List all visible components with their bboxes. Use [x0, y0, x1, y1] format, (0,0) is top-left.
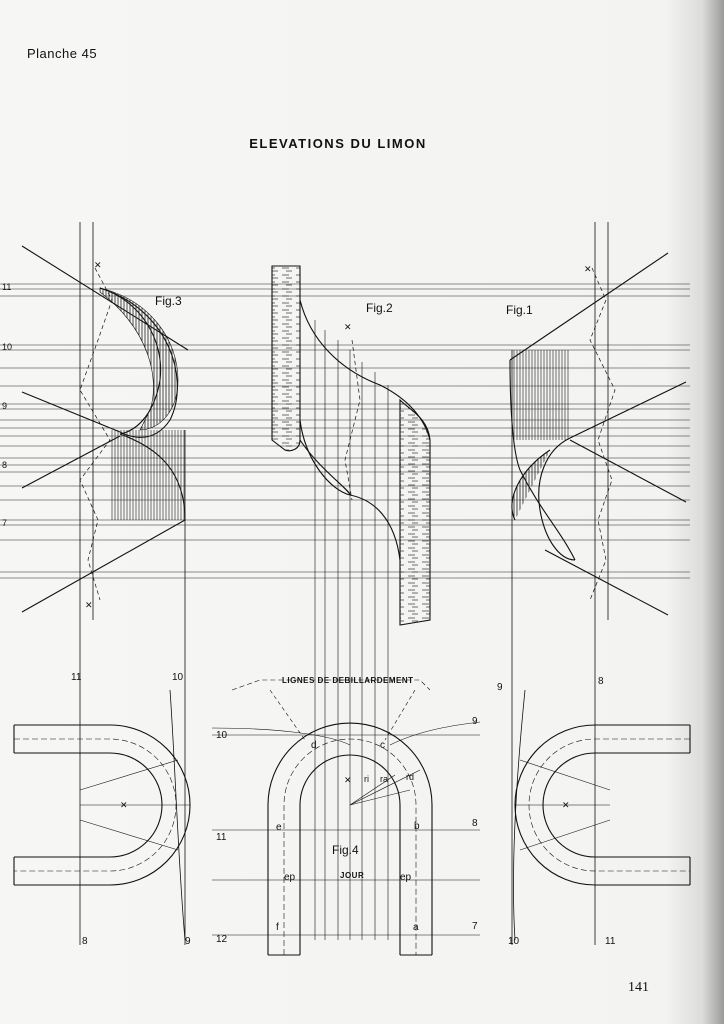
- fig4-number-8: 8: [472, 818, 478, 829]
- fig4-point-d: d: [311, 740, 317, 751]
- fig3-number-11: 11: [71, 672, 82, 683]
- fig4-point-f: f: [276, 922, 279, 933]
- fig4-point-e: e: [276, 822, 282, 833]
- margin-number-11: 11: [2, 282, 11, 292]
- fig1-number-9: 9: [497, 682, 503, 693]
- fig4-cross: ✕: [344, 775, 352, 785]
- fig4-point-a: a: [413, 922, 419, 933]
- fig4-rd: rd: [406, 772, 414, 782]
- margin-number-7: 7: [2, 518, 7, 528]
- page-title: ELEVATIONS DU LIMON: [249, 136, 427, 151]
- fig4-ri: ri: [364, 774, 369, 784]
- margin-number-10: 10: [2, 342, 12, 352]
- fig4-number-7: 7: [472, 921, 478, 932]
- fig4-number-12: 12: [216, 934, 228, 945]
- fig4-number-11: 11: [216, 832, 227, 843]
- left-margin-numbers: 11 10 9 8 7: [2, 282, 12, 528]
- fig4-number-10: 10: [216, 730, 228, 741]
- fig3-number-8: 8: [82, 936, 88, 947]
- fig2-label: Fig.2: [366, 301, 393, 315]
- fig3-elevation: [21, 222, 189, 945]
- fig3-number-9: 9: [185, 936, 191, 947]
- fig1-number-10: 10: [508, 936, 520, 947]
- margin-number-8: 8: [2, 460, 7, 470]
- fig3-number-10: 10: [172, 672, 184, 683]
- fig4-plan: [211, 679, 481, 956]
- fig3-plan: [13, 689, 191, 941]
- fig4-point-b: b: [414, 821, 420, 832]
- fig4-ep-right: ep: [400, 872, 412, 883]
- fig4-number-9: 9: [472, 716, 478, 727]
- page-number: 141: [628, 980, 649, 995]
- fig1-number-11: 11: [605, 936, 616, 947]
- margin-number-9: 9: [2, 401, 7, 411]
- fig1-plan-cross: ✕: [562, 800, 570, 810]
- plate-label: Planche 45: [27, 46, 98, 61]
- fig4-ra: ra: [380, 774, 388, 784]
- fig1-elevation: [509, 222, 687, 945]
- fig1-cross: ✕: [584, 264, 592, 274]
- fig4-jour: JOUR: [340, 871, 364, 880]
- fig3-cross-bottom: ✕: [85, 600, 93, 610]
- fig4-point-c: c: [380, 740, 385, 751]
- fig2-elevation: [271, 265, 431, 940]
- fig3-cross-top: ✕: [94, 260, 102, 270]
- fig2-cross: ✕: [344, 322, 352, 332]
- fig3-plan-cross: ✕: [120, 800, 128, 810]
- fig1-number-8: 8: [598, 676, 604, 687]
- fig3-label: Fig.3: [155, 294, 182, 308]
- fig4-ep-left: ep: [284, 872, 296, 883]
- fig4-heading: LIGNES DE DEBILLARDEMENT: [282, 676, 414, 685]
- fig1-plan: [513, 689, 691, 941]
- fig1-label: Fig.1: [506, 303, 533, 317]
- fig4-label: Fig.4: [332, 843, 359, 857]
